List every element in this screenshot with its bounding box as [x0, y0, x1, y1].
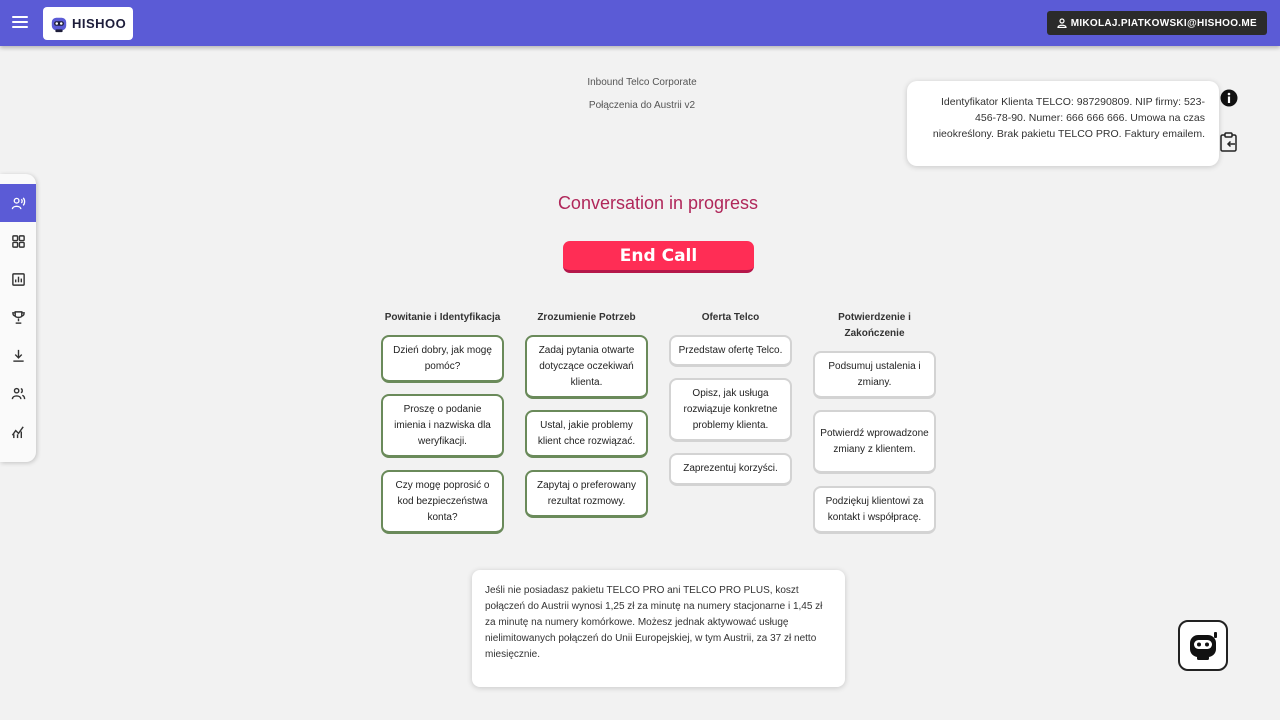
report-icon — [11, 272, 25, 286]
sidebar-item-dashboard[interactable] — [0, 222, 36, 260]
step-item[interactable]: Zaprezentuj korzyści. — [669, 453, 792, 486]
step-column-title: Oferta Telco — [701, 312, 760, 323]
step-item[interactable]: Czy mogę poprosić o kod bezpieczeństwa k… — [381, 470, 504, 534]
logo[interactable]: HISHOO — [43, 7, 133, 40]
script-subtitle: Połączenia do Austrii v2 — [588, 100, 696, 111]
pricing-note-card: Jeśli nie posiadasz pakietu TELCO PRO an… — [472, 570, 845, 687]
sidebar-item-achievements[interactable] — [0, 298, 36, 336]
menu-icon[interactable] — [12, 14, 28, 30]
step-item[interactable]: Potwierdź wprowadzone zmiany z klientem. — [813, 410, 936, 474]
customer-info-text: Identyfikator Klienta TELCO: 987290809. … — [932, 96, 1205, 140]
grid-icon — [11, 234, 25, 248]
download-icon — [12, 349, 24, 362]
user-email: MIKOLAJ.PIATKOWSKI@HISHOO.ME — [1070, 17, 1257, 29]
sidebar-item-analytics[interactable] — [0, 412, 36, 450]
robot-logo-icon — [51, 17, 67, 32]
clipboard-icon[interactable] — [1219, 131, 1239, 153]
assistant-bot-button[interactable] — [1178, 620, 1228, 671]
step-item[interactable]: Ustal, jakie problemy klient chce rozwią… — [525, 410, 648, 458]
sidebar — [0, 174, 36, 462]
analytics-icon — [11, 425, 24, 438]
step-column-title: Powitanie i Identyfikacja — [384, 312, 501, 323]
person-icon — [1057, 18, 1067, 28]
end-call-button[interactable]: End Call — [563, 241, 754, 273]
step-item[interactable]: Podsumuj ustalenia i zmiany. — [813, 351, 936, 399]
script-title: Inbound Telco Corporate — [587, 77, 697, 88]
step-column-needs: Zrozumienie Potrzeb — [525, 310, 648, 326]
step-item[interactable]: Przedstaw ofertę Telco. — [669, 335, 792, 367]
sidebar-item-reports[interactable] — [0, 260, 36, 298]
customer-info-card: Identyfikator Klienta TELCO: 987290809. … — [907, 81, 1219, 166]
step-item[interactable]: Opisz, jak usługa rozwiązuje konkretne p… — [669, 378, 792, 442]
voice-call-icon — [11, 196, 25, 209]
step-item[interactable]: Zadaj pytania otwarte dotyczące oczekiwa… — [525, 335, 648, 399]
logo-text: HISHOO — [72, 16, 127, 31]
step-item[interactable]: Zapytaj o preferowany rezultat rozmowy. — [525, 470, 648, 518]
pricing-note-text: Jeśli nie posiadasz pakietu TELCO PRO an… — [485, 585, 823, 660]
top-bar: HISHOO MIKOLAJ.PIATKOWSKI@HISHOO.ME — [0, 0, 1280, 46]
sidebar-item-downloads[interactable] — [0, 336, 36, 374]
step-column-title: Potwierdzenie i Zakończenie — [838, 312, 911, 339]
step-column-title: Zrozumienie Potrzeb — [537, 312, 636, 323]
sidebar-item-team[interactable] — [0, 374, 36, 412]
users-icon — [11, 387, 25, 399]
step-item[interactable]: Podziękuj klientowi za kontakt i współpr… — [813, 486, 936, 534]
call-status: Conversation in progress — [557, 193, 759, 213]
info-icon[interactable] — [1220, 89, 1238, 107]
robot-assistant-icon — [1190, 631, 1217, 660]
trophy-icon — [11, 310, 25, 324]
user-account-button[interactable]: MIKOLAJ.PIATKOWSKI@HISHOO.ME — [1046, 11, 1267, 35]
step-column-closing: Potwierdzenie i Zakończenie — [813, 310, 936, 342]
step-item[interactable]: Dzień dobry, jak mogę pomóc? — [381, 335, 504, 383]
step-item[interactable]: Proszę o podanie imienia i nazwiska dla … — [381, 394, 504, 458]
step-column-greeting: Powitanie i Identyfikacja — [381, 310, 504, 326]
sidebar-item-voice-call[interactable] — [0, 184, 36, 222]
step-column-offer: Oferta Telco — [669, 310, 792, 326]
